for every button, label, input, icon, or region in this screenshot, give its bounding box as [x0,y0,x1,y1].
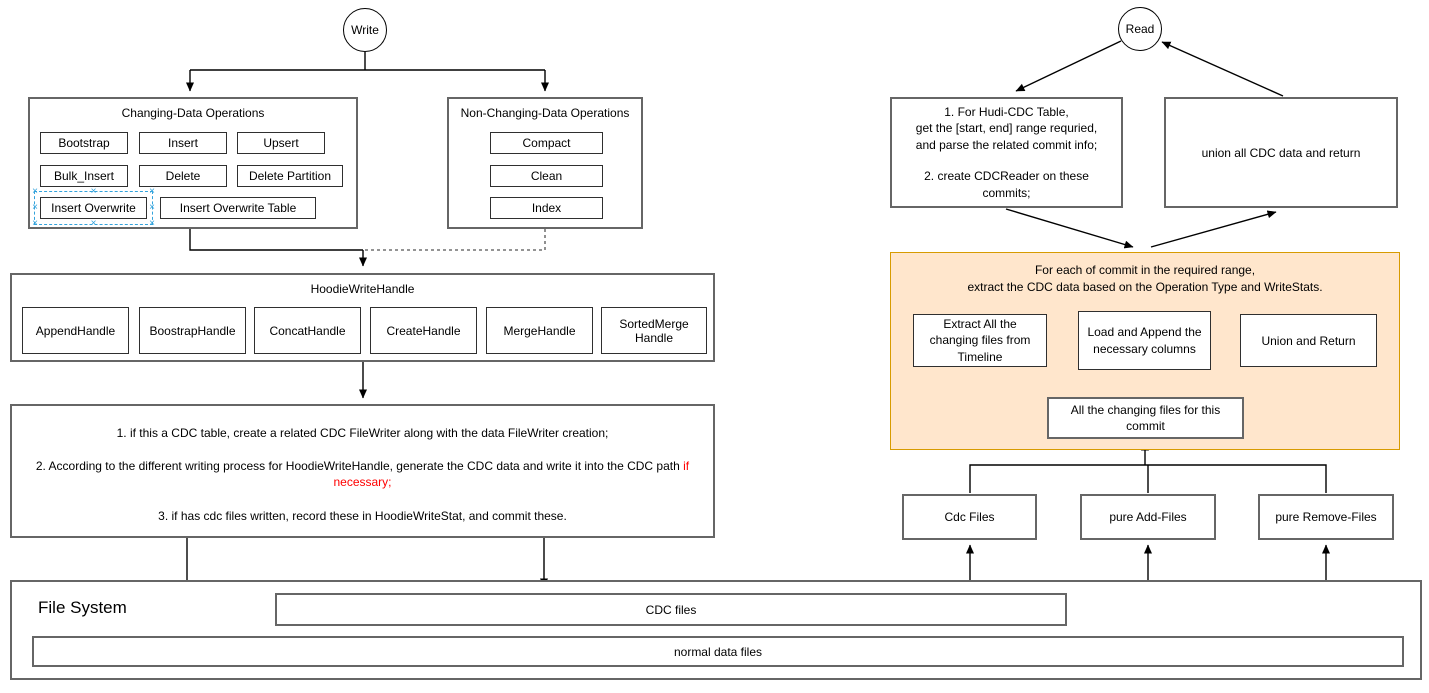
edge-percommit-to-union[interactable] [1150,210,1277,248]
op-compact[interactable]: Compact [490,132,603,154]
read-start-label: Read [1125,22,1155,36]
per-commit-group[interactable]: For each of commit in the required range… [890,252,1400,450]
changing-data-operations-title: Changing-Data Operations [121,106,265,120]
op-insert-overwrite-table[interactable]: Insert Overwrite Table [160,197,316,219]
selection-handle-icon: × [32,202,38,213]
selection-handle-icon: × [149,202,155,213]
changing-data-operations-group[interactable]: Changing-Data Operations Bootstrap Inser… [28,97,358,229]
read-prepare-part2: 2. create CDCReader on these commits; [924,169,1089,200]
hoodie-write-handle-title: HoodieWriteHandle [310,282,415,296]
hoodie-write-handle-group[interactable]: HoodieWriteHandle AppendHandle BoostrapH… [10,273,715,362]
edge-nonchanging-dashed[interactable] [364,229,546,251]
handle-merge[interactable]: MergeHandle [486,307,593,354]
handle-create[interactable]: CreateHandle [370,307,477,354]
read-prepare-part1: 1. For Hudi-CDC Table, get the [start, e… [915,104,1098,152]
selection-handle-icon: × [149,218,155,229]
union-return-box[interactable]: Union and Return [1240,314,1377,367]
file-system-title: File System [38,598,127,617]
selection-handle-icon: × [90,186,97,197]
write-start-node[interactable]: Write [343,8,387,52]
selection-handle-icon: × [149,186,155,197]
handle-boostrap[interactable]: BoostrapHandle [139,307,246,354]
op-index[interactable]: Index [490,197,603,219]
edge-write-split[interactable] [190,52,545,71]
handle-concat[interactable]: ConcatHandle [254,307,361,354]
op-upsert[interactable]: Upsert [237,132,325,154]
write-step-2-text: 2. According to the different writing pr… [35,459,684,474]
edge-changing-down[interactable] [189,229,363,251]
selection-handle-icon: × [32,218,38,229]
read-union-box[interactable]: union all CDC data and return [1164,97,1398,208]
non-changing-data-operations-title: Non-Changing-Data Operations [460,106,630,120]
pure-remove-files-box[interactable]: pure Remove-Files [1258,494,1394,540]
op-insert-overwrite[interactable]: Insert Overwrite [40,197,147,219]
read-prepare-box[interactable]: 1. For Hudi-CDC Table, get the [start, e… [890,97,1123,208]
write-step-3: 3. if has cdc files written, record thes… [158,508,567,523]
write-step-2: 2. According to the different writing pr… [20,458,705,490]
write-start-label: Write [351,23,379,37]
read-start-node[interactable]: Read [1118,7,1162,51]
selection-handle-icon: × [32,186,38,197]
op-delete[interactable]: Delete [139,165,227,187]
op-insert[interactable]: Insert [139,132,227,154]
normal-data-files-bar[interactable]: normal data files [32,636,1404,667]
load-append-box[interactable]: Load and Append the necessary columns [1078,311,1211,370]
edge-union-to-read[interactable] [1161,41,1284,97]
pure-add-files-box[interactable]: pure Add-Files [1080,494,1216,540]
selection-handles[interactable]: × × × × × × × × [32,187,155,229]
cdc-files-bar[interactable]: CDC files [275,593,1067,626]
non-changing-data-operations-group[interactable]: Non-Changing-Data Operations Compact Cle… [447,97,643,229]
per-commit-title: For each of commit in the required range… [967,263,1323,294]
extract-files-box[interactable]: Extract All the changing files from Time… [913,314,1047,367]
edge-filetypes-merge[interactable] [969,464,1327,493]
selection-handle-icon: × [90,218,97,229]
write-step-2-highlight: if necessary; [333,459,690,490]
write-step-1: 1. if this a CDC table, create a related… [116,426,609,440]
handle-sorted-merge[interactable]: SortedMerge Handle [601,307,707,354]
changing-files-commit-box[interactable]: All the changing files for this commit [1047,397,1244,439]
op-bulk-insert[interactable]: Bulk_Insert [40,165,128,187]
handle-append[interactable]: AppendHandle [22,307,129,354]
write-steps-note[interactable]: 1. if this a CDC table, create a related… [10,404,715,538]
op-delete-partition[interactable]: Delete Partition [237,165,343,187]
cdc-files-box[interactable]: Cdc Files [902,494,1037,540]
edge-read-to-prepare[interactable] [1015,40,1122,92]
op-bootstrap[interactable]: Bootstrap [40,132,128,154]
op-clean[interactable]: Clean [490,165,603,187]
edge-prepare-to-percommit[interactable] [1005,208,1134,249]
